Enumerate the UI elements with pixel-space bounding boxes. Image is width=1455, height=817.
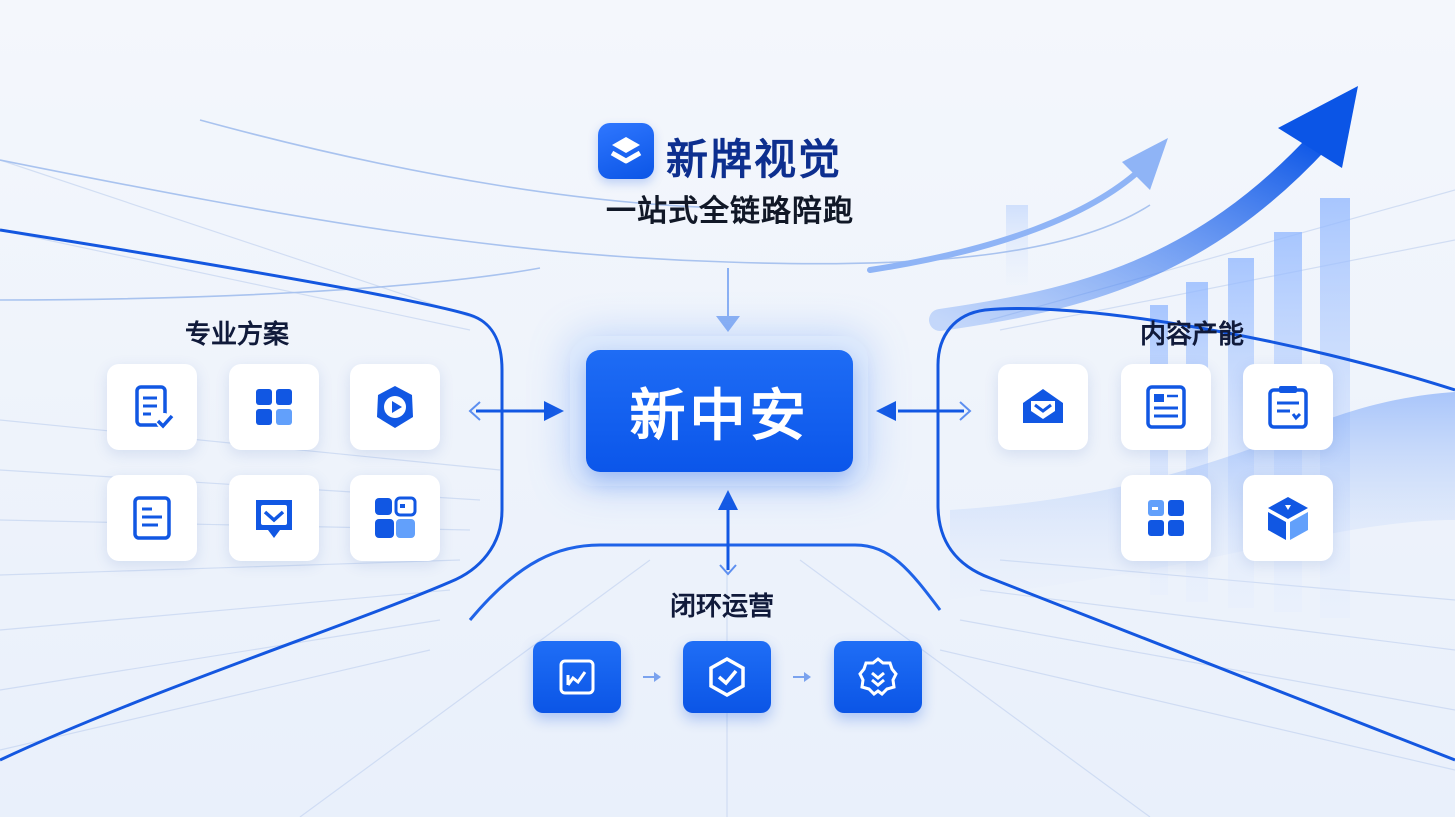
document-check-icon	[107, 364, 197, 450]
dashboard-icon	[350, 475, 440, 561]
center-node: 新中安	[586, 350, 853, 472]
badge-award-icon	[834, 641, 922, 713]
cube-icon	[1243, 475, 1333, 561]
app-grid-icon	[229, 364, 319, 450]
group-title-bottom: 闭环运营	[670, 592, 775, 622]
news-card-icon	[1121, 364, 1211, 450]
group-title-left: 专业方案	[185, 320, 290, 350]
brand-name: 新牌视觉	[666, 135, 843, 184]
group-title-right: 内容产能	[1140, 320, 1245, 350]
app-grid-icon	[1121, 475, 1211, 561]
clipboard-download-icon	[1243, 364, 1333, 450]
list-document-icon	[107, 475, 197, 561]
analytics-chart-icon	[533, 641, 621, 713]
mail-open-icon	[998, 364, 1088, 450]
video-play-icon	[350, 364, 440, 450]
shield-check-icon	[683, 641, 771, 713]
center-node-label: 新中安	[629, 383, 810, 449]
layers-chevron-icon	[598, 123, 654, 179]
brand-header: 新牌视觉	[598, 120, 858, 184]
message-check-icon	[229, 475, 319, 561]
brand-tagline: 一站式全链路陪跑	[606, 194, 854, 229]
